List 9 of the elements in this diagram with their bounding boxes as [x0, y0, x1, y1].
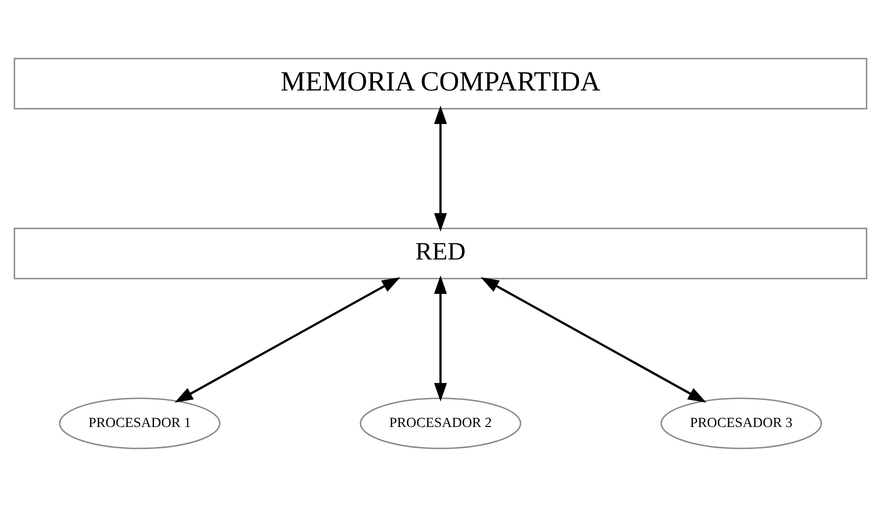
arrow — [480, 277, 706, 403]
arrow — [434, 275, 447, 402]
node-ellipse: PROCESADOR 2 — [360, 398, 522, 450]
node-ellipse: PROCESADOR 3 — [660, 398, 822, 450]
arrow — [174, 277, 400, 403]
node-ellipse: PROCESADOR 1 — [59, 398, 220, 450]
arrow — [434, 106, 447, 232]
node-box: MEMORIA COMPARTIDA — [14, 58, 868, 110]
node-box: RED — [14, 228, 868, 280]
